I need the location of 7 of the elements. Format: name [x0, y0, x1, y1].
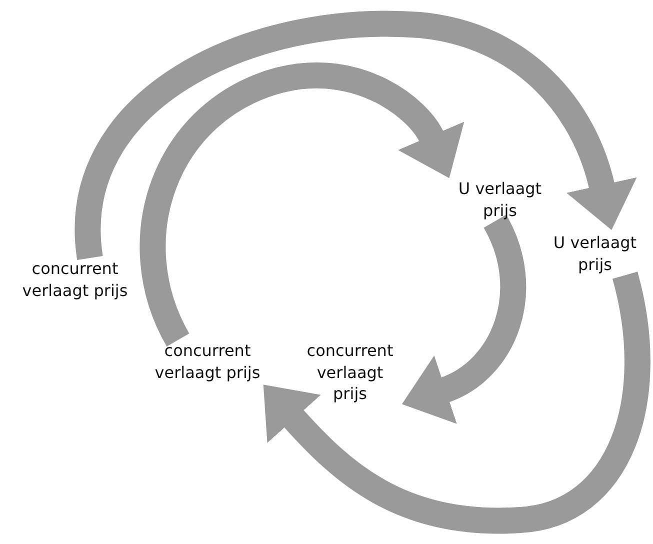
node-label: concurrent verlaagt prijs [306, 340, 394, 405]
curved-arrow [263, 272, 650, 534]
curved-arrow [140, 62, 463, 346]
node-label: U verlaagt prijs [457, 178, 543, 222]
node-label: U verlaagt prijs [552, 232, 638, 276]
node-label: concurrent verlaagt prijs [154, 340, 262, 384]
node-label: concurrent verlaagt prijs [21, 258, 129, 302]
